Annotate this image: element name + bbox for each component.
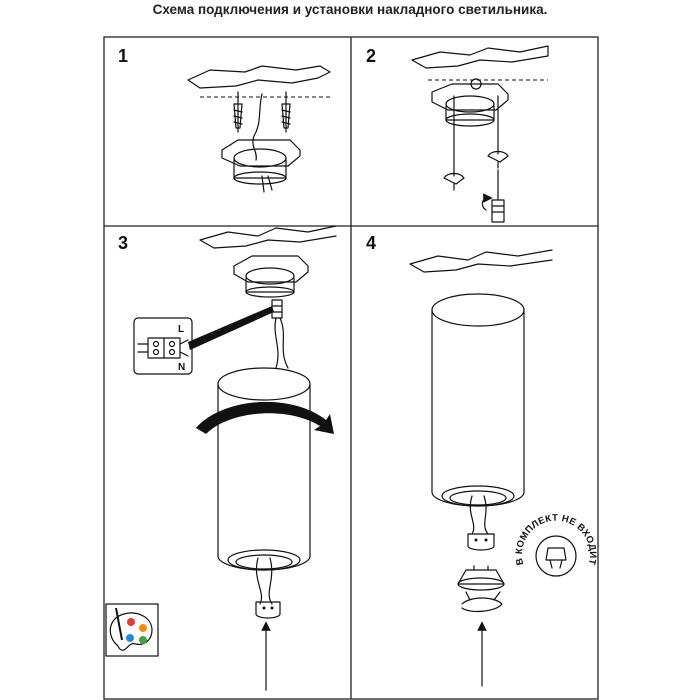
ceiling-icon <box>411 45 549 69</box>
panel-grid <box>103 36 599 700</box>
mounting-bracket-icon <box>431 78 509 127</box>
panel-2 <box>411 45 549 223</box>
screwdriver-icon <box>481 169 505 223</box>
rotation-arrow-icon <box>196 401 334 434</box>
step-4-number: 4 <box>366 233 376 253</box>
ceiling-icon <box>409 249 553 273</box>
screw-icon <box>487 150 509 169</box>
terminal-block-icon <box>271 299 283 319</box>
screw-icon <box>443 172 465 191</box>
neutral-wire-label: N <box>178 362 185 373</box>
bulb-not-included-text: В КОМПЛЕКТ НЕ ВХОДИТ <box>514 513 598 566</box>
lamp-body-icon <box>217 367 311 571</box>
step-3-number: 3 <box>118 233 128 253</box>
ceiling-icon <box>187 65 331 89</box>
mounting-bracket-icon <box>221 139 301 193</box>
palette-icon <box>105 603 159 657</box>
gu10-socket-icon <box>255 601 281 619</box>
page-title: Схема подключения и установки накладного… <box>152 2 548 17</box>
panel-3: L N <box>133 225 337 691</box>
gu10-socket-icon <box>467 533 495 551</box>
bulb-not-included-badge: В КОМПЛЕКТ НЕ ВХОДИТ <box>514 513 598 577</box>
panel-1 <box>187 65 331 193</box>
dowel-icon <box>233 91 243 133</box>
mounting-bracket-icon <box>233 255 309 298</box>
screw-icon <box>281 91 291 133</box>
retaining-ring-icon <box>461 591 503 613</box>
step-2-number: 2 <box>366 46 376 66</box>
live-wire-label: L <box>178 324 184 335</box>
wiring-detail-inset: L N <box>133 317 193 375</box>
step-1-number: 1 <box>118 46 128 66</box>
lamp-body-icon <box>431 293 525 507</box>
ceiling-icon <box>199 225 337 249</box>
gu10-bulb-icon <box>457 565 505 591</box>
supply-cable-icon <box>252 93 263 161</box>
panel-4: В КОМПЛЕКТ НЕ ВХОДИТ <box>409 249 598 687</box>
